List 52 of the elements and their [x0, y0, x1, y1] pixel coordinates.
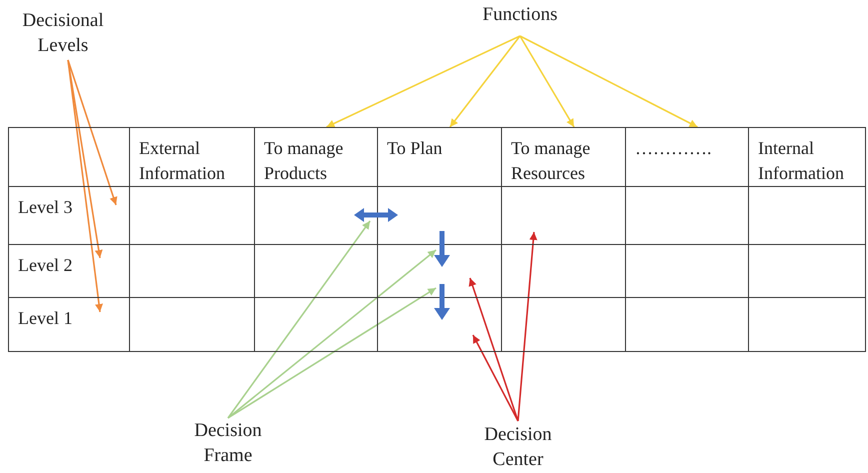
double-arrow-icon [354, 207, 398, 223]
table-cell [502, 187, 626, 245]
leader-arrow [228, 287, 436, 419]
column-header: To manage Products [264, 137, 344, 185]
leader-arrow [67, 60, 118, 206]
leader-arrow [519, 36, 575, 128]
table-cell [749, 127, 866, 187]
leader-arrow [517, 232, 538, 422]
down-arrow-icon [434, 231, 450, 267]
column-header: Internal Information [758, 137, 845, 185]
callout-text: Decision Center [465, 422, 571, 472]
leader-arrow [449, 36, 521, 128]
table-cell [255, 298, 378, 352]
table-cell [255, 127, 378, 187]
table-cell [749, 187, 866, 245]
table-cell [8, 127, 130, 187]
column-header: To Plan [387, 137, 444, 160]
table-cell [378, 127, 502, 187]
table-cell [130, 127, 255, 187]
table-cell [130, 245, 255, 298]
table-cell [502, 127, 626, 187]
table-cell [8, 245, 130, 298]
down-arrow-icon [434, 284, 450, 320]
leader-arrow [228, 249, 436, 419]
column-header: External Information [139, 137, 226, 185]
table-cell [749, 245, 866, 298]
table-cell [8, 187, 130, 245]
callout-text: Decisional Levels [8, 8, 118, 62]
table-cell [502, 245, 626, 298]
table-cell [749, 298, 866, 352]
leader-arrow [520, 35, 698, 128]
column-header: To manage Resources [511, 137, 592, 185]
callout-text: Functions [460, 2, 580, 32]
callout-text: Decision Frame [175, 418, 281, 470]
table-cell [502, 298, 626, 352]
table-cell [130, 187, 255, 245]
row-header: Level 1 [18, 307, 74, 330]
column-header: …………. [635, 137, 712, 160]
table-cell [626, 298, 749, 352]
leader-arrow [326, 35, 520, 128]
leader-arrow [468, 278, 519, 422]
table-cell [255, 245, 378, 298]
table-cell [626, 187, 749, 245]
leader-arrow [472, 334, 519, 422]
row-header: Level 2 [18, 254, 74, 277]
leader-arrow [227, 220, 371, 418]
table-cell [626, 245, 749, 298]
table-cell [130, 298, 255, 352]
table-cell [626, 127, 749, 187]
leader-arrow [67, 60, 103, 312]
table-cell [8, 298, 130, 352]
row-header: Level 3 [18, 196, 74, 219]
